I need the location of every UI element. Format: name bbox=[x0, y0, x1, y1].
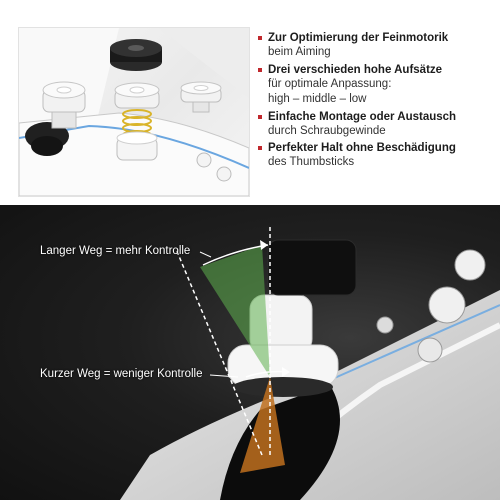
product-features-section: Zur Optimierung der Feinmotorik beim Aim… bbox=[0, 0, 500, 205]
product-photo bbox=[18, 27, 250, 197]
control-diagram-section: Langer Weg = mehr Kontrolle Kurzer Weg =… bbox=[0, 205, 500, 500]
feature-title: Einfache Montage oder Austausch bbox=[268, 110, 457, 123]
feature-detail: beim Aiming bbox=[268, 46, 331, 58]
feature-detail: für optimale Anpassung: bbox=[268, 77, 392, 90]
short-path-callout: Kurzer Weg = weniger Kontrolle bbox=[40, 368, 203, 380]
feature-detail: durch Schraubgewinde bbox=[268, 124, 386, 137]
feature-item: Perfekter Halt ohne Beschädigung des Thu… bbox=[258, 141, 494, 171]
thumbstick-leverage-illustration bbox=[120, 225, 500, 500]
feature-title: Perfekter Halt ohne Beschädigung bbox=[268, 142, 456, 154]
feature-detail: des Thumbsticks bbox=[268, 156, 355, 168]
long-path-callout: Langer Weg = mehr Kontrolle bbox=[40, 245, 191, 257]
thumbstick-cap-middle-icon bbox=[114, 82, 160, 109]
thumbstick-cap-high-icon bbox=[42, 81, 86, 129]
feature-list: Zur Optimierung der Feinmotorik beim Aim… bbox=[258, 31, 494, 173]
feature-title: Zur Optimierung der Feinmotorik bbox=[268, 32, 449, 44]
bullet-icon bbox=[258, 67, 262, 72]
product-photo-illustration bbox=[19, 28, 249, 196]
feature-item: Drei verschieden hohe Aufsätze für optim… bbox=[258, 63, 494, 108]
bullet-icon bbox=[258, 36, 262, 40]
bullet-icon bbox=[258, 114, 262, 119]
thumbstick-cap-low-icon bbox=[180, 81, 222, 113]
feature-item: Einfache Montage oder Austausch durch Sc… bbox=[258, 110, 494, 140]
feature-item: Zur Optimierung der Feinmotorik beim Aim… bbox=[258, 31, 494, 61]
feature-title: Drei verschieden hohe Aufsätze bbox=[268, 63, 443, 76]
feature-detail: high – middle – low bbox=[268, 93, 367, 105]
bullet-icon bbox=[258, 146, 262, 150]
